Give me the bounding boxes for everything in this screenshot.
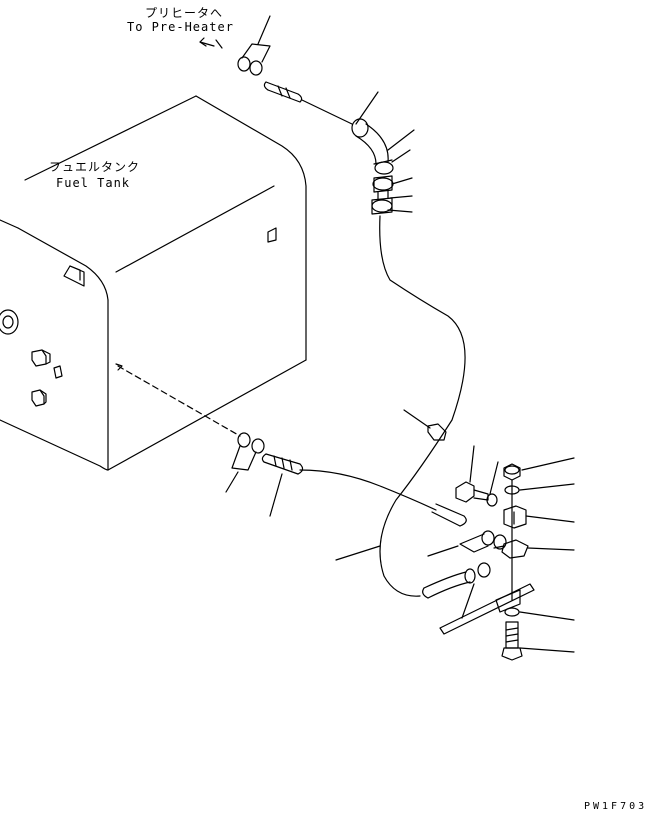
preheater-label-jp: プリヒータへ xyxy=(145,6,224,20)
fuel-tank-label-en: Fuel Tank xyxy=(56,176,131,190)
drawing-code: PW1F703 xyxy=(584,801,648,812)
lower-assembly xyxy=(226,433,466,526)
fuel-tank xyxy=(0,96,306,470)
fuel-tank-label-jp: フュエルタンク xyxy=(49,160,141,174)
fuel-line xyxy=(336,216,465,596)
preheater-label-en: To Pre-Heater xyxy=(127,20,234,34)
upper-assembly xyxy=(200,16,414,214)
mounting-hardware xyxy=(423,446,574,660)
